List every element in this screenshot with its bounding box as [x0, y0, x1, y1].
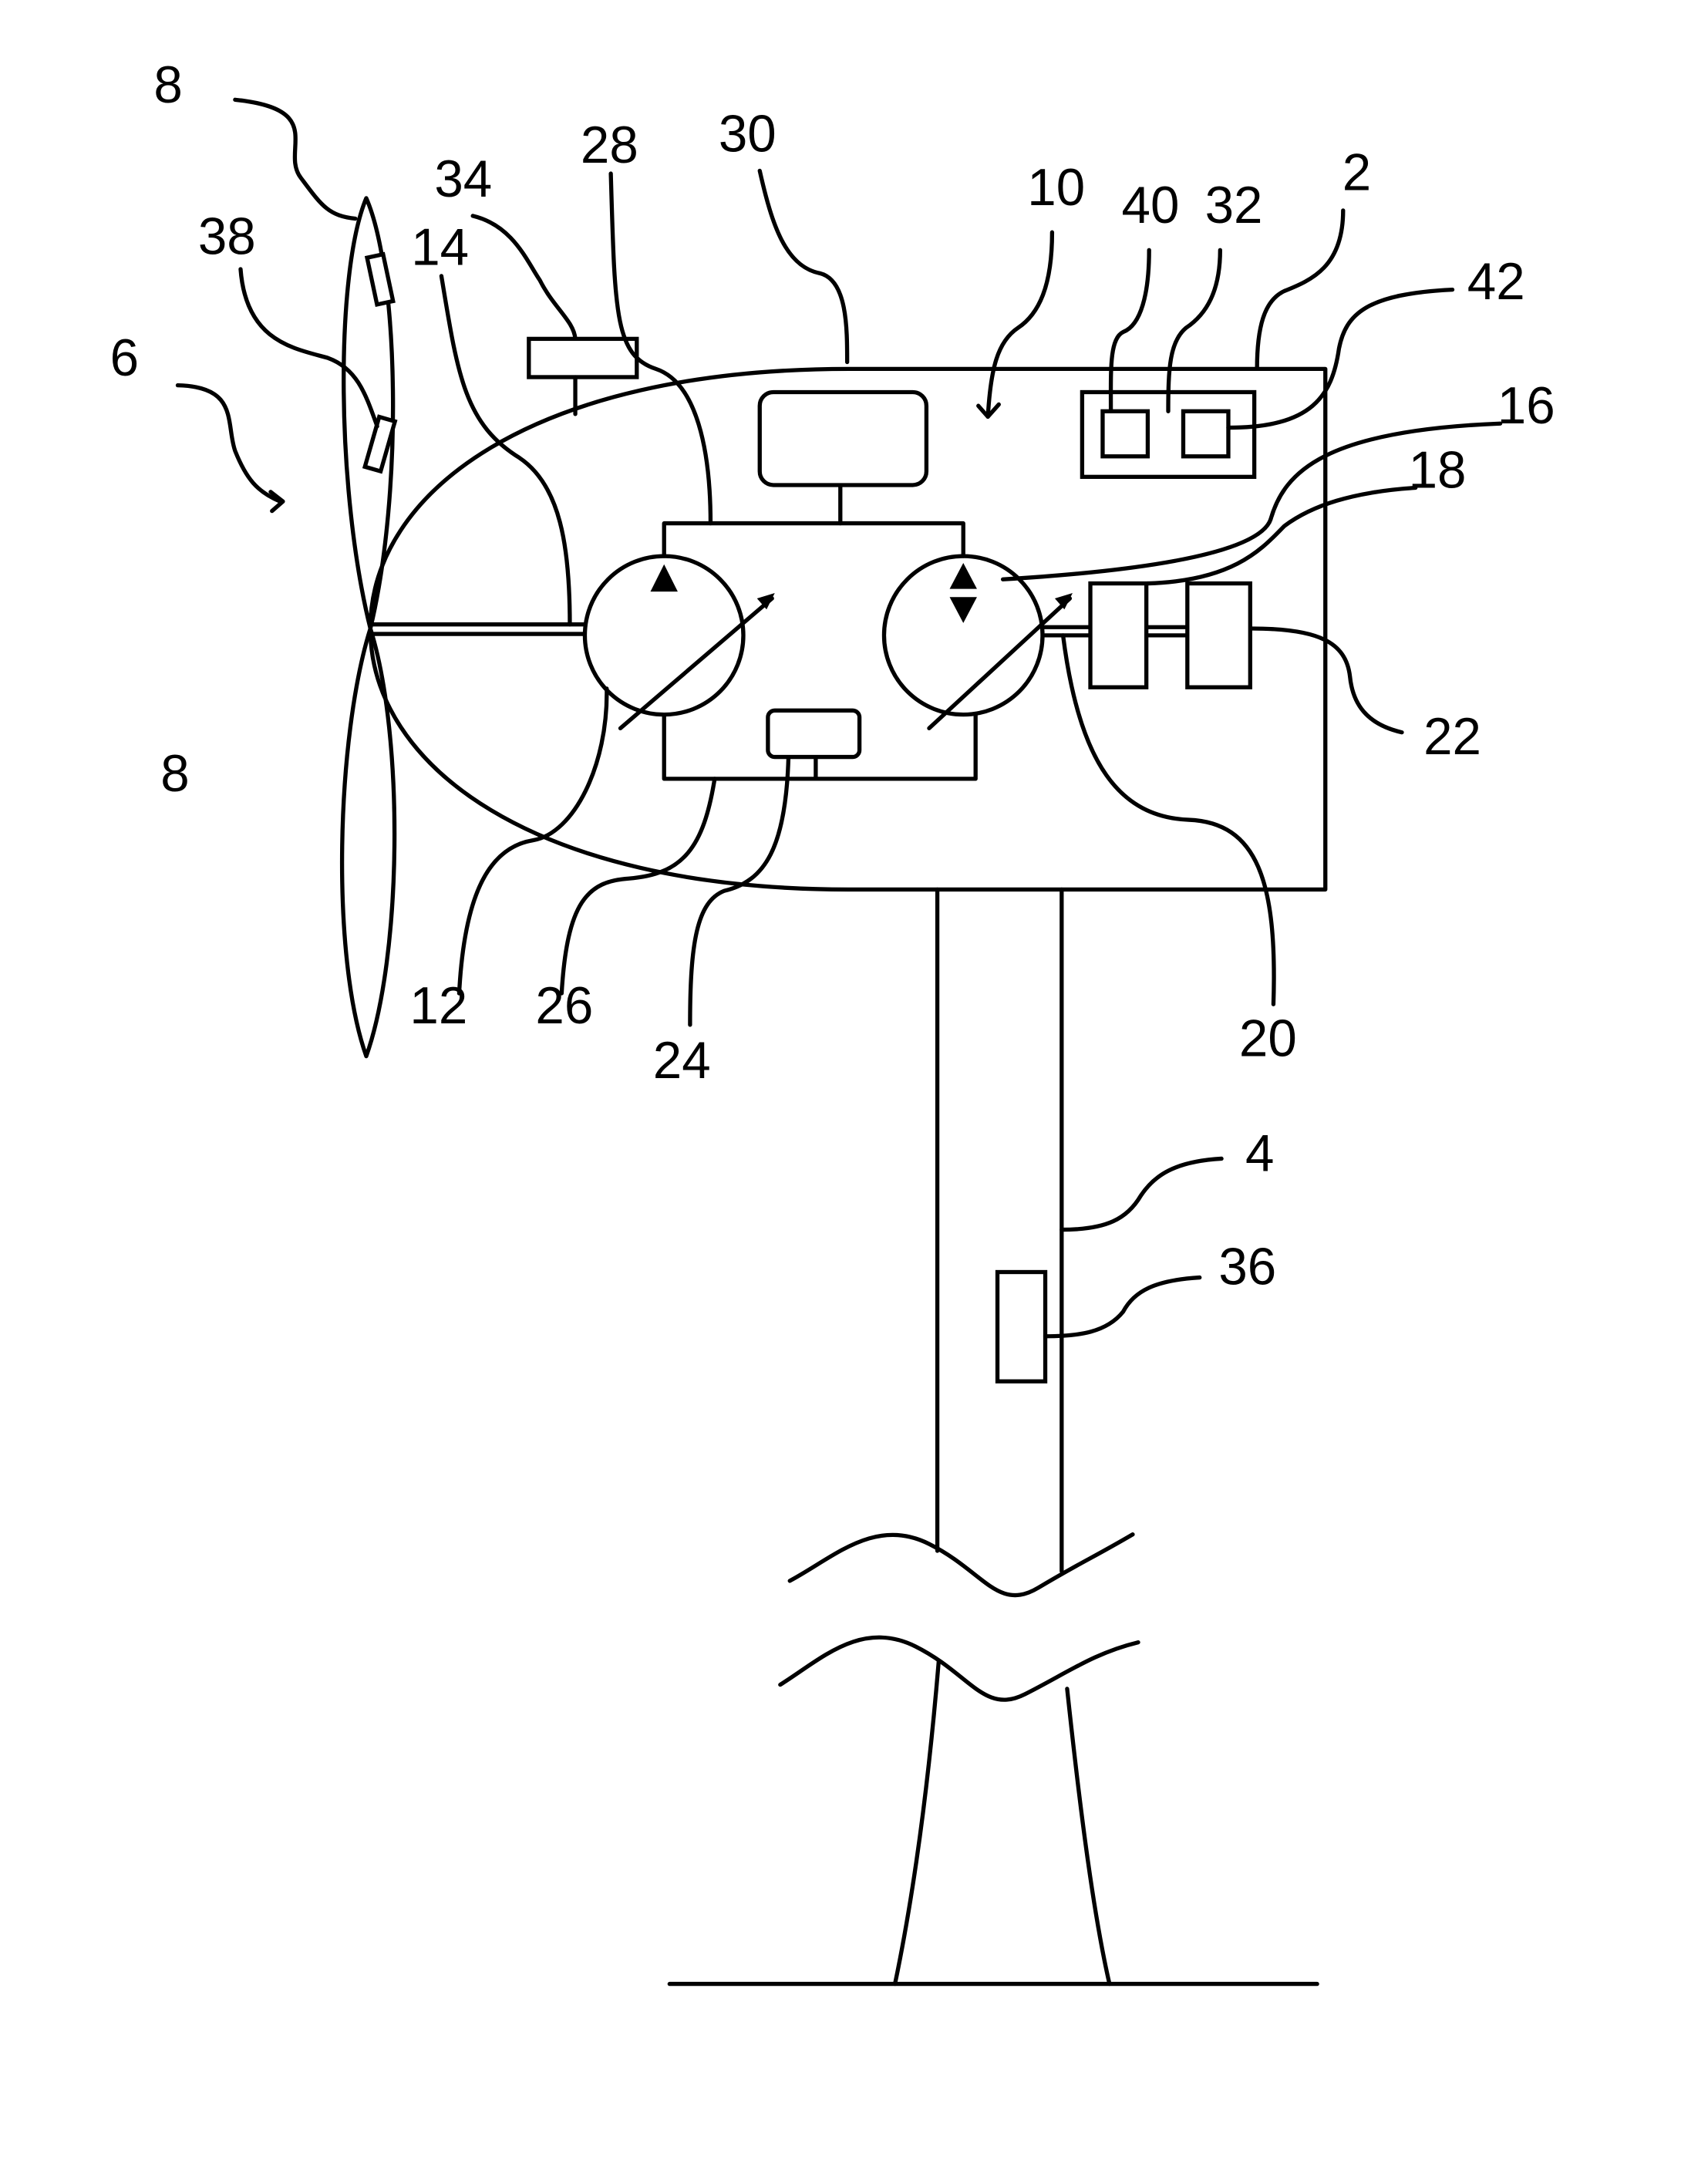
label-8-bottom: 8	[160, 745, 189, 803]
label-10: 10	[1027, 159, 1085, 217]
label-34: 34	[434, 150, 492, 208]
tower-sensor	[998, 1272, 1046, 1382]
label-18: 18	[1409, 442, 1467, 500]
label-24: 24	[653, 1032, 711, 1090]
label-38: 38	[198, 208, 256, 266]
blade-sensor-top	[367, 254, 393, 305]
label-36: 36	[1218, 1238, 1276, 1296]
controller-module-40	[1103, 411, 1147, 456]
controller-module-42	[1183, 411, 1228, 456]
label-32: 32	[1205, 177, 1263, 234]
label-2: 2	[1342, 143, 1371, 201]
label-4: 4	[1245, 1124, 1274, 1182]
tower	[669, 889, 1317, 1983]
label-16: 16	[1497, 377, 1555, 435]
label-20: 20	[1239, 1010, 1297, 1068]
blade-lower	[342, 629, 395, 1057]
rotor-shaft	[370, 625, 584, 634]
label-28: 28	[581, 116, 638, 174]
electrical-generator	[1090, 584, 1147, 688]
label-8-top: 8	[153, 56, 182, 114]
label-42: 42	[1467, 253, 1525, 311]
label-30: 30	[719, 106, 777, 163]
pressure-valve	[768, 710, 860, 757]
label-22: 22	[1423, 708, 1481, 766]
label-26: 26	[535, 977, 593, 1035]
anemometer	[529, 339, 637, 377]
motor-variable-arrow-icon	[1055, 593, 1073, 609]
label-12: 12	[409, 977, 467, 1035]
rotor	[342, 198, 396, 1057]
label-6: 6	[110, 329, 139, 387]
generator-unit	[1188, 584, 1251, 688]
label-14: 14	[411, 219, 469, 277]
label-40: 40	[1122, 177, 1180, 234]
accumulator	[760, 392, 926, 484]
